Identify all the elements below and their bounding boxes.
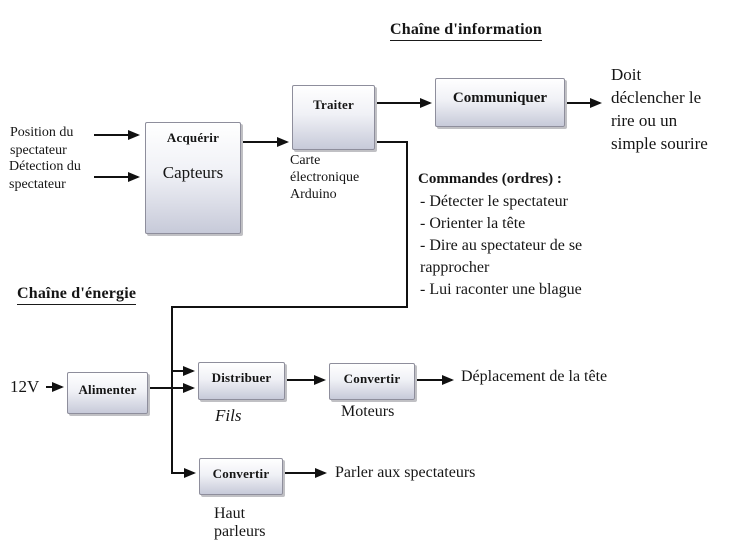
block-traiter-function: Traiter <box>313 97 354 112</box>
commandes-list: - Détecter le spectateur - Orienter la t… <box>420 191 638 301</box>
block-communiquer: Communiquer <box>435 78 565 127</box>
commande-item: - Dire au spectateur de se rapprocher <box>420 237 583 276</box>
block-convertir-hp-component: Haut parleurs <box>214 505 266 540</box>
input-label-position: Position du spectateur <box>10 125 74 158</box>
block-alimenter: Alimenter <box>67 372 148 414</box>
commande-feedback-line <box>171 141 408 478</box>
block-convertir-moteurs-component: Moteurs <box>341 403 395 420</box>
block-distribuer-component: Fils <box>215 406 242 425</box>
output-label-deplacement: Déplacement de la tête <box>461 368 608 385</box>
block-communiquer-function: Communiquer <box>452 90 548 106</box>
commande-item: - Détecter le spectateur <box>420 193 568 210</box>
block-distribuer-function: Distribuer <box>211 370 272 385</box>
block-convertir-hp: Convertir <box>199 458 283 495</box>
title-chaine-energie: Chaîne d'énergie <box>17 285 137 305</box>
block-traiter: Traiter <box>292 85 375 150</box>
block-acquerir-component: Capteurs <box>162 163 224 182</box>
block-convertir-hp-function: Convertir <box>212 466 270 481</box>
block-acquerir: Acquérir Capteurs <box>145 122 241 234</box>
block-convertir-moteurs-function: Convertir <box>343 371 401 386</box>
commande-item: - Lui raconter une blague <box>420 281 582 298</box>
input-label-detection: Détection du spectateur <box>9 159 81 192</box>
commande-item: - Orienter la tête <box>420 215 526 232</box>
commandes-header: Commandes (ordres) : <box>418 171 562 187</box>
block-acquerir-function: Acquérir <box>166 130 220 145</box>
block-convertir-moteurs: Convertir <box>329 363 415 400</box>
block-distribuer: Distribuer <box>198 362 285 400</box>
block-traiter-component: Carte électronique Arduino <box>290 153 360 202</box>
input-label-12v: 12V <box>10 377 40 396</box>
title-chaine-information: Chaîne d'information <box>390 21 543 41</box>
output-label-parler: Parler aux spectateurs <box>335 464 476 481</box>
output-label-effet: Doit déclencher le rire ou un simple sou… <box>611 65 708 153</box>
block-alimenter-function: Alimenter <box>78 382 137 397</box>
